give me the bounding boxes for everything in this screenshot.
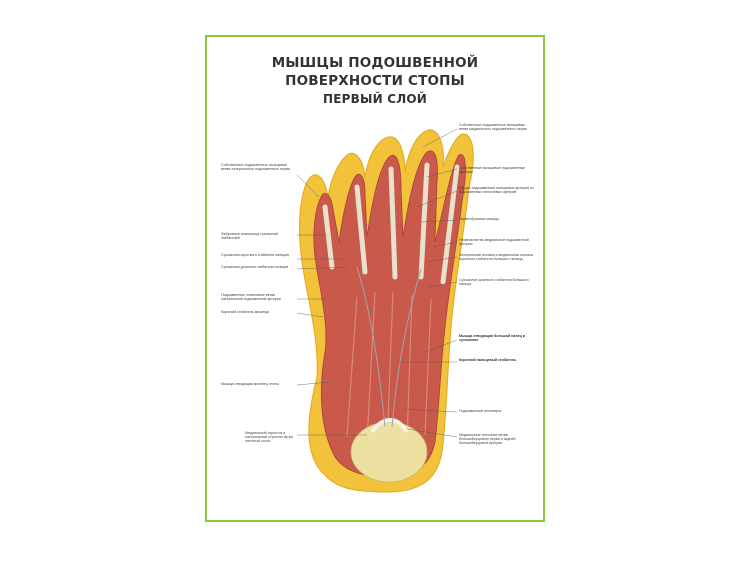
label-short-flexor-hallux-heads: Латеральная головка и медиальная головка… (459, 253, 533, 261)
label-long-flexor-tendons: Сухожилия длинного сгибателя пальцев (221, 265, 289, 269)
poster-title-line1: МЫШЦЫ ПОДОШВЕННОЙ (271, 55, 479, 71)
label-short-flexor-tendons: Сухожилия короткого сгибателя пальцев (221, 253, 289, 257)
label-calcaneal-processes: Медиальный отросток и латеральный отрост… (245, 431, 293, 443)
heel-aponeurosis (370, 418, 409, 434)
label-medial-calcaneal-branches: Медиальные пяточные ветви большеберцовог… (459, 433, 516, 445)
label-plantar-metatarsal-branches: Подошвенные плюсневые ветви латеральной … (221, 293, 281, 301)
foot-anatomy-illustration (296, 128, 474, 493)
plantar-vessels (356, 266, 422, 428)
poster-frame: МЫШЦЫ ПОДОШВЕННОЙ ПОВЕРХНОСТИ СТОПЫ ПЕРВ… (205, 35, 545, 522)
label-proper-digital-arteries: Собственные пальцевые подошвенные артери… (459, 166, 526, 174)
label-plantar-aponeurosis: Подошвенный апоневроз (459, 409, 502, 413)
label-common-digital-arteries: Общие подошвенные пальцевые артерии из п… (459, 186, 534, 194)
label-lateral-plantar-nerve-branches: Собственные подошвенные пальцевые ветви … (221, 163, 290, 171)
poster-title-line2: ПОВЕРХНОСТИ СТОПЫ (285, 73, 465, 89)
label-flexor-digitorum-brevis: Короткий пальцевый сгибатель (459, 358, 517, 362)
poster-title-line3: ПЕРВЫЙ СЛОЙ (322, 92, 428, 106)
label-long-flexor-hallux-tendon: Сухожилие длинного сгибателя большого па… (459, 278, 529, 286)
label-medial-plantar-nerve-branches: Собственные подошвенные пальцевые ветви … (459, 123, 527, 131)
label-lumbrical-muscles: Червеобразные мышцы (459, 217, 500, 221)
label-medial-plantar-artery-branch: Нервная ветвь медиальной подошвенной арт… (459, 238, 529, 246)
heel-bone (350, 421, 428, 483)
label-abductor-little-toe: Мышца отводящая мизинец стопы (221, 382, 279, 386)
label-abductor-hallux: Мышца отводящая большой палец и сухожили… (459, 334, 526, 342)
label-fibrous-sheaths: Фиброзные влагалища сухожилий сгибателей (221, 232, 279, 240)
foot-muscle-layer (313, 150, 466, 478)
label-short-flexor-little-toe: Короткий сгибатель мизинца (221, 310, 269, 314)
toe-tendons (322, 162, 460, 285)
leader-lines (296, 128, 458, 438)
